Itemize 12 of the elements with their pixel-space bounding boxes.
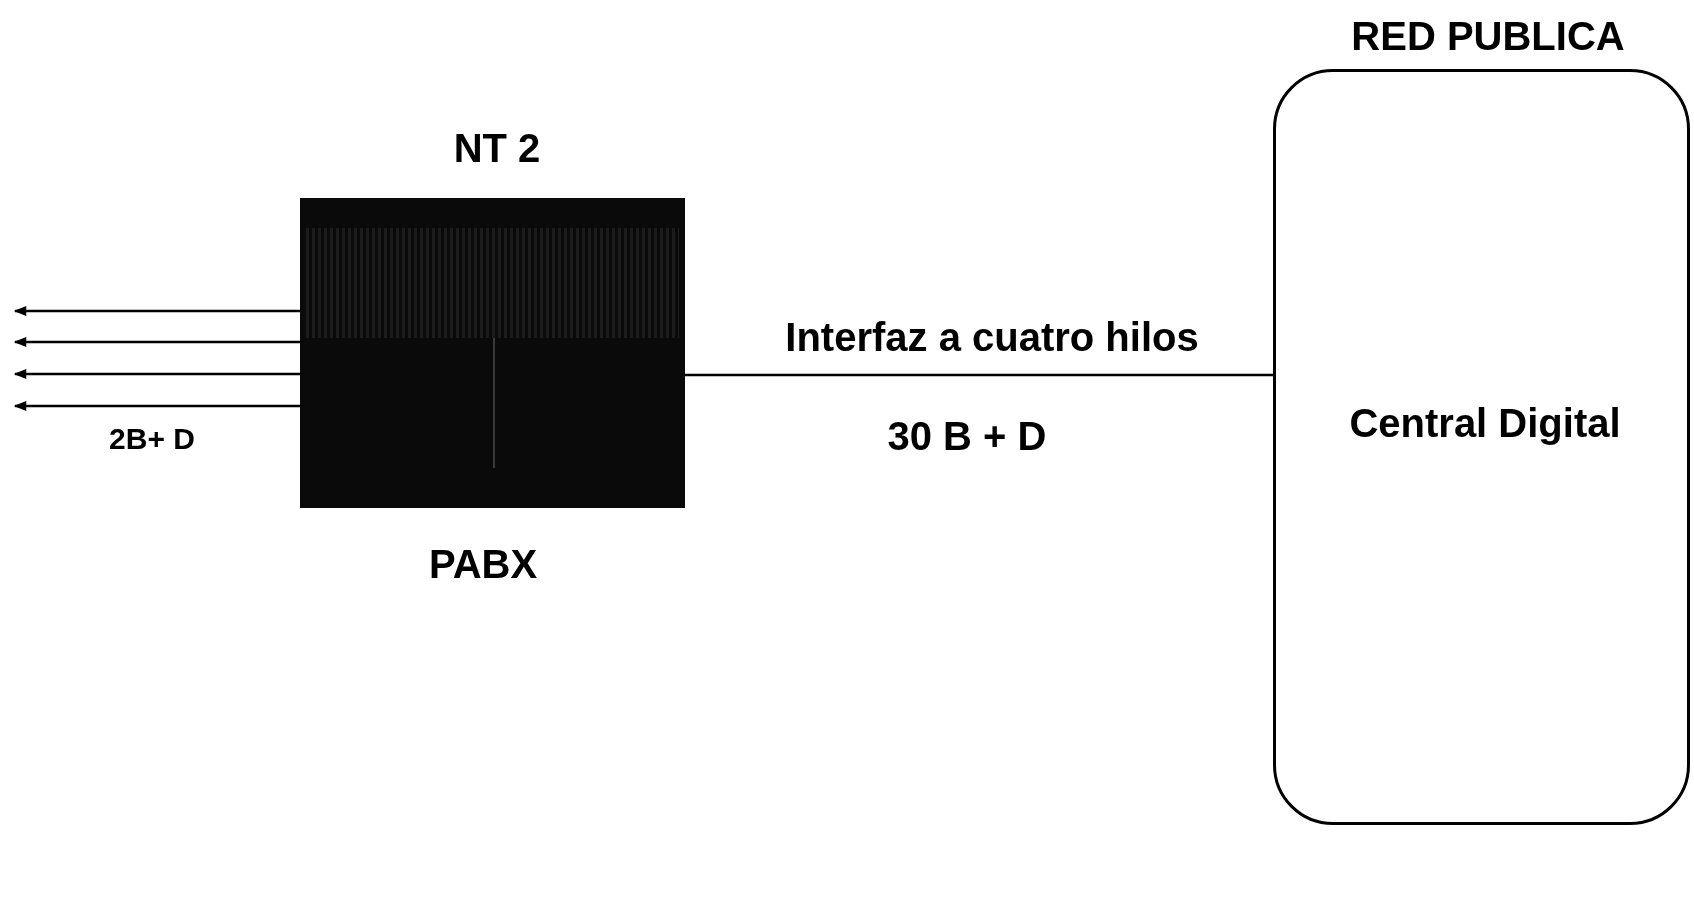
arrow [13, 401, 300, 411]
node-heading: RED PUBLICA [1351, 14, 1625, 59]
arrow [13, 369, 300, 379]
node-label: Central Digital [1349, 401, 1621, 446]
edge-label: Interfaz a cuatro hilos [785, 315, 1199, 360]
arrow [13, 337, 300, 347]
node-heading: NT 2 [453, 126, 541, 171]
arrow [13, 306, 300, 316]
connector-line [685, 373, 1273, 377]
node-caption: PABX [428, 542, 538, 587]
signal-label: 2B+ D [109, 422, 195, 456]
signal-label: 30 B + D [887, 414, 1047, 459]
